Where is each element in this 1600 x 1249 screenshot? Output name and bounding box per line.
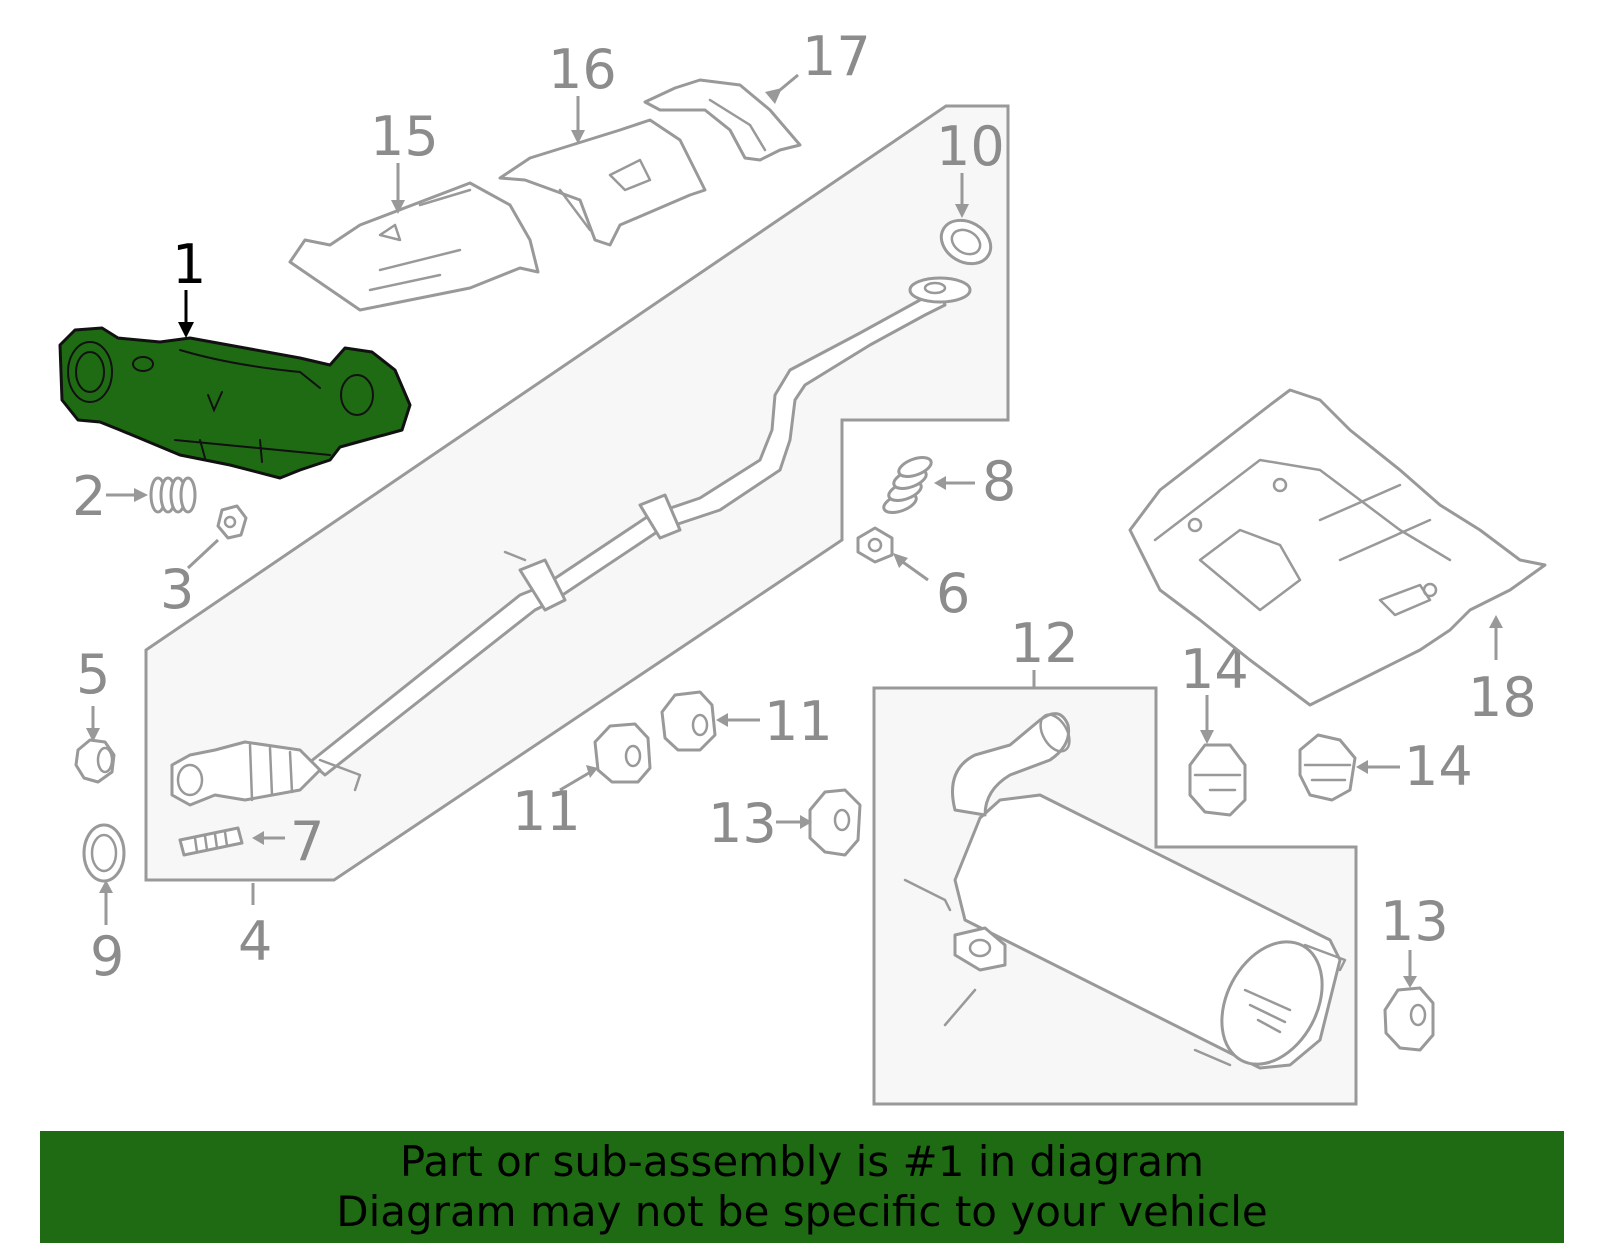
arrow-11a — [716, 713, 728, 727]
arrow-18 — [1489, 615, 1503, 628]
hanger-11b-part[interactable] — [593, 722, 652, 784]
hanger-13a-part[interactable] — [808, 788, 862, 857]
callout-1: 1 — [172, 233, 206, 296]
heat-shield-15-part[interactable] — [288, 181, 540, 312]
callout-16: 16 — [548, 38, 617, 101]
arrow-10 — [955, 204, 969, 218]
arrow-11b — [586, 765, 598, 778]
leader-6 — [899, 558, 929, 582]
callout-9: 9 — [90, 925, 124, 988]
arrow-14a — [1200, 730, 1214, 744]
muffler-assembly-part[interactable] — [903, 710, 1347, 1082]
callout-11b: 11 — [512, 780, 581, 843]
arrow-2 — [134, 488, 148, 502]
hanger-14b-part[interactable] — [1298, 733, 1357, 802]
arrow-15 — [391, 200, 405, 214]
callout-7: 7 — [290, 810, 324, 873]
callout-3: 3 — [160, 558, 194, 621]
exhaust-pipe-assembly-part[interactable] — [170, 276, 972, 807]
arrow-6 — [893, 553, 908, 568]
hanger-11a-part[interactable] — [660, 690, 717, 752]
callout-10: 10 — [936, 115, 1005, 178]
arrow-16 — [571, 130, 585, 144]
callout-15: 15 — [370, 105, 439, 168]
floor-heat-shield-18-part[interactable] — [1128, 388, 1547, 707]
arrow-9 — [99, 880, 113, 893]
callout-14b: 14 — [1404, 735, 1473, 798]
catalytic-converter-part[interactable] — [58, 326, 412, 480]
gasket-9-part[interactable] — [82, 823, 126, 883]
arrow-13b — [1403, 976, 1417, 988]
spring-8-part[interactable] — [881, 454, 933, 517]
info-banner: Part or sub-assembly is #1 in diagram Di… — [40, 1131, 1564, 1243]
leader-3 — [186, 538, 220, 570]
arrow-7 — [252, 831, 264, 845]
callout-11a: 11 — [764, 690, 833, 753]
callout-6: 6 — [936, 562, 970, 625]
arrow-14b — [1356, 760, 1368, 774]
callout-17: 17 — [802, 25, 871, 88]
heat-shield-16-part[interactable] — [498, 118, 707, 247]
callout-12: 12 — [1010, 612, 1079, 675]
heat-shield-17-part[interactable] — [643, 78, 802, 162]
callout-5: 5 — [76, 643, 110, 706]
gasket-10-part[interactable] — [933, 212, 998, 273]
arrow-5 — [86, 728, 100, 742]
arrow-17 — [765, 88, 782, 104]
nut-6-part[interactable] — [856, 526, 894, 564]
callout-4: 4 — [238, 910, 272, 973]
spring-part[interactable] — [149, 476, 197, 514]
nut-3-part[interactable] — [216, 504, 248, 540]
callout-18: 18 — [1468, 666, 1537, 729]
arrow-13a — [800, 815, 812, 829]
callout-13a: 13 — [708, 792, 777, 855]
arrow-8 — [934, 476, 946, 490]
callout-8: 8 — [982, 450, 1016, 513]
banner-line-2: Diagram may not be specific to your vehi… — [336, 1187, 1268, 1236]
callout-2: 2 — [72, 465, 106, 528]
assembly-4-panel — [144, 104, 1010, 882]
hanger-14a-part[interactable] — [1188, 743, 1247, 817]
hanger-13b-part[interactable] — [1383, 986, 1435, 1052]
leader-11b — [559, 768, 595, 792]
nut-5-part[interactable] — [74, 738, 116, 784]
banner-line-1: Part or sub-assembly is #1 in diagram — [399, 1137, 1205, 1186]
arrow-1 — [178, 322, 194, 338]
stud-7-part[interactable] — [178, 826, 244, 857]
callout-13b: 13 — [1380, 890, 1449, 953]
